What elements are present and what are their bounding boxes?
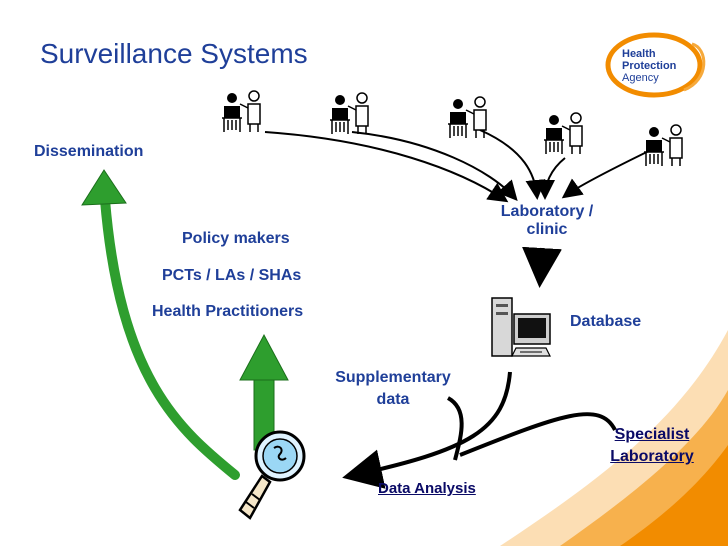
- label-supplementary-data: Supplementary data: [318, 367, 468, 411]
- line-specialist: [459, 412, 617, 457]
- label-pcts: PCTs / LAs / SHAs: [162, 267, 302, 284]
- doctor-patient-icon: [330, 92, 369, 134]
- arrow-database-to-analysis: [342, 371, 512, 489]
- label-supplementary-line1: Supplementary: [335, 369, 451, 386]
- label-supplementary-line2: data: [376, 391, 410, 408]
- doctor-patient-icon: [448, 96, 487, 138]
- arrow-doctor1-to-lab: [264, 131, 509, 203]
- line-supplementary: [446, 396, 464, 461]
- label-health-practitioners: Health Practitioners: [152, 303, 304, 320]
- label-specialist-laboratory: Specialist Laboratory: [596, 424, 708, 468]
- label-specialist-line2: Laboratory: [610, 448, 694, 465]
- doctor-patient-icon: [222, 90, 261, 132]
- doctor-patient-icon: [544, 112, 583, 154]
- label-laboratory-line1: Laboratory /: [500, 203, 594, 220]
- logo-text-line1: Health: [622, 48, 656, 60]
- arrow-lab-to-database: [522, 246, 562, 288]
- label-database: Database: [570, 313, 642, 330]
- green-arrow-dissemination: [100, 195, 240, 480]
- computer-database-icon: [491, 297, 551, 357]
- label-laboratory-line2: clinic: [526, 221, 568, 238]
- arrow-doctor2-to-lab: [351, 131, 518, 201]
- logo-text-line3: Agency: [622, 72, 659, 84]
- magnifying-glass-icon: [238, 430, 306, 520]
- label-laboratory-clinic: Laboratory / clinic: [482, 203, 612, 239]
- arrow-doctor4-to-lab: [535, 157, 566, 200]
- label-data-analysis: Data Analysis: [378, 480, 476, 497]
- arrow-doctor5-to-lab: [561, 147, 656, 199]
- label-policy-makers: Policy makers: [182, 230, 290, 247]
- doctor-patient-icon: [644, 124, 683, 166]
- label-dissemination: Dissemination: [34, 143, 144, 160]
- label-specialist-line1: Specialist: [614, 426, 690, 443]
- logo-text-line2: Protection: [622, 60, 677, 72]
- page-title: Surveillance Systems: [40, 38, 308, 69]
- health-protection-agency-logo: Health Protection Agency: [605, 32, 706, 98]
